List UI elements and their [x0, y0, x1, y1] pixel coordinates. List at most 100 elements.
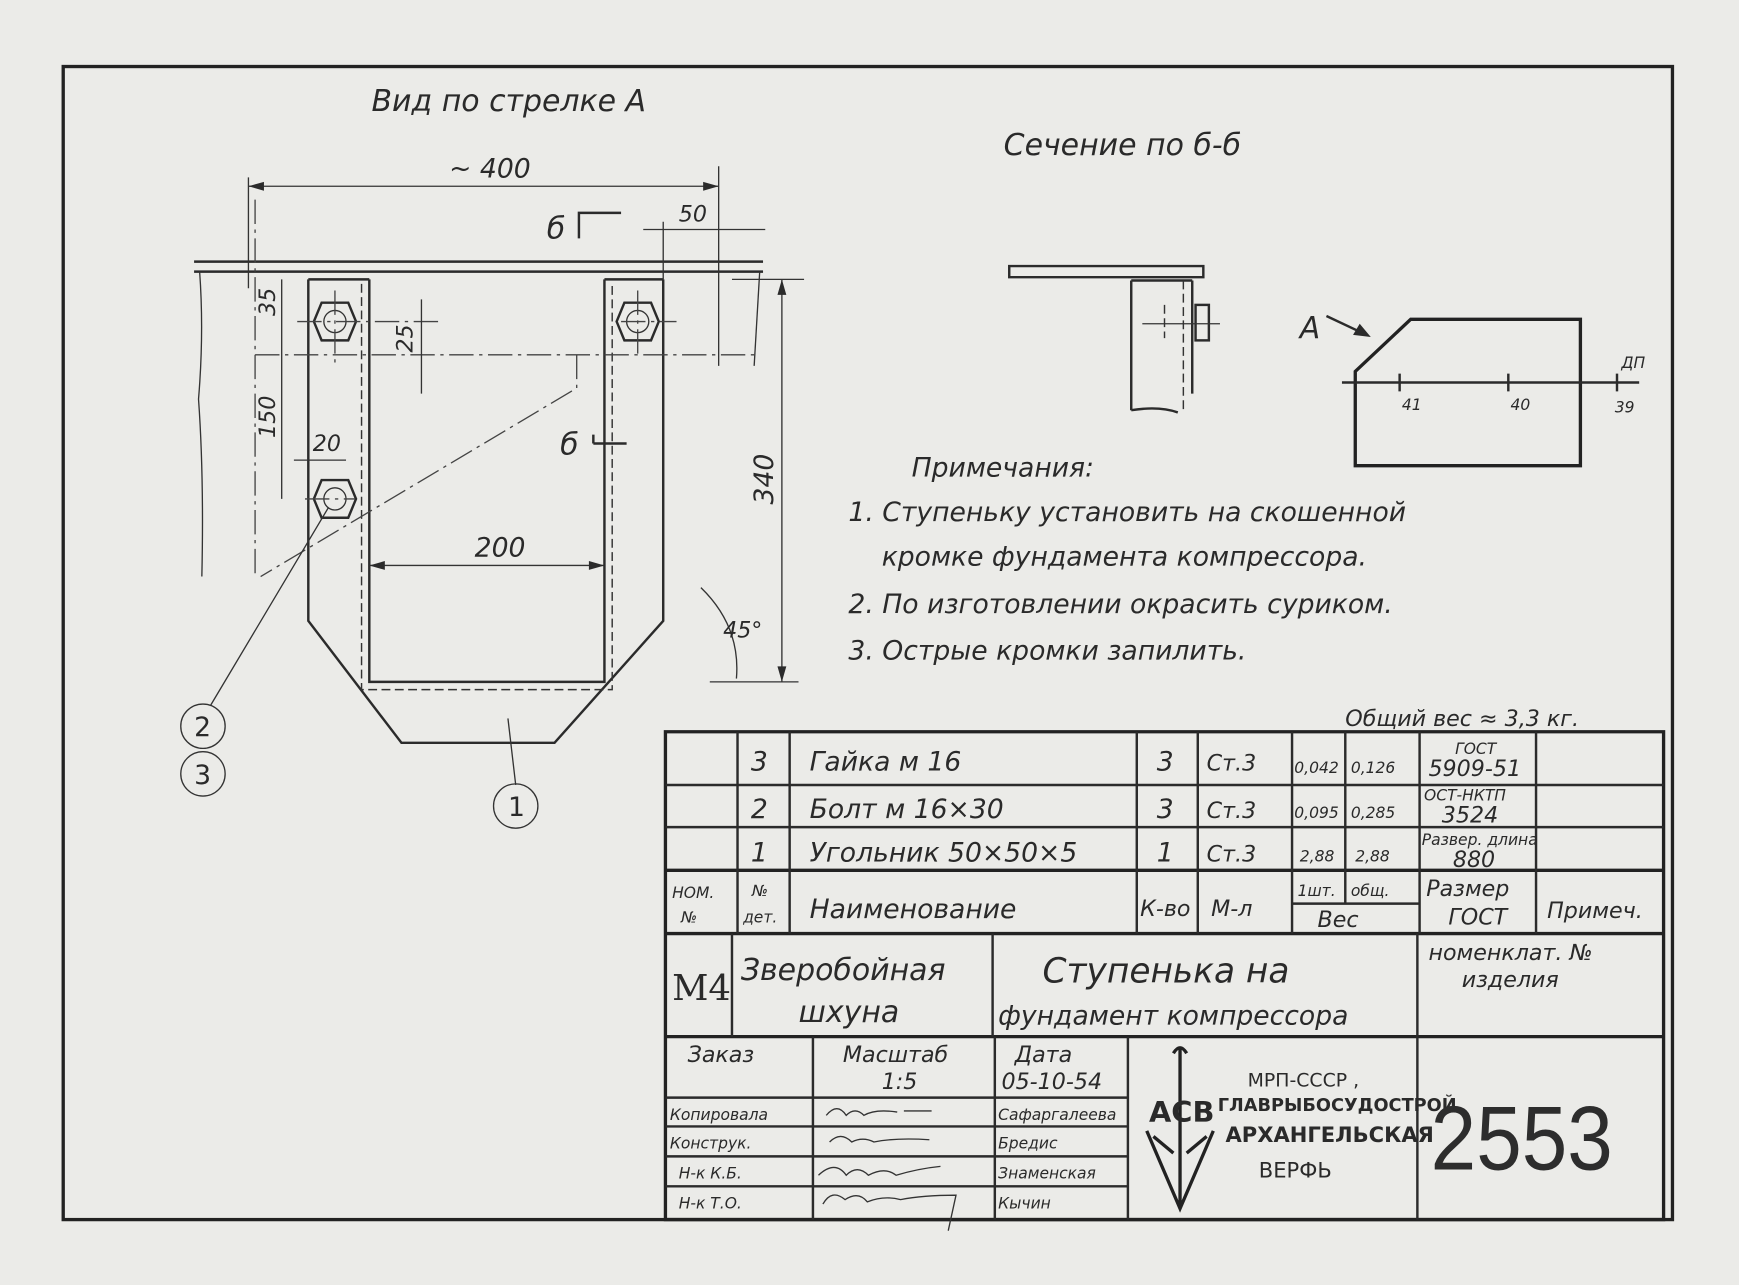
dimension-lines [247, 166, 805, 683]
title-block: М4 Зверобойная шхуна Ступенька на фундам… [670, 940, 1613, 1231]
label-text: 0,095 [1294, 804, 1339, 822]
label-text: М-л [1211, 896, 1252, 922]
label-text: 0,126 [1351, 759, 1396, 777]
dim-150: 150 [255, 396, 281, 438]
sheet-code: М4 [672, 968, 731, 1009]
label-text: Ст.3 [1207, 841, 1257, 867]
label-text: Наименование [810, 894, 1017, 925]
signature-scribble [822, 1194, 957, 1231]
frame-39: 39 [1615, 398, 1635, 416]
centerlines [254, 199, 760, 578]
notes-heading: Примечания: [912, 453, 1094, 484]
view-a: Вид по стрелке А ~ 400 50 340 35 150 25 … [180, 84, 805, 829]
section-view: Сечение по б-б А 41 40 39 ДП [1004, 128, 1646, 468]
section-title: Сечение по б-б [1004, 128, 1241, 163]
signature-row: Конструк. Бредис [670, 1135, 1058, 1153]
label-text: Развер. длина [1422, 831, 1538, 849]
leader-lines [210, 507, 517, 786]
label-text: Знаменская [998, 1165, 1096, 1183]
angle-outer-profile [307, 279, 665, 745]
label-text: ГОСТ [1448, 905, 1508, 931]
bolt-nut-icon [1194, 303, 1211, 342]
label-text: Конструк. [670, 1135, 752, 1153]
callout-circle [180, 703, 226, 750]
label-text: Гайка м 16 [810, 747, 962, 778]
dim-400: ~ 400 [449, 153, 531, 184]
frame-41: 41 [1402, 396, 1422, 414]
table-row: 1 Угольник 50×50×5 1 Ст.3 2,88 2,88 Разв… [751, 831, 1538, 873]
date-label: Дата [1014, 1042, 1072, 1068]
callout-3: 3 [194, 760, 211, 791]
callout-circle [180, 751, 226, 797]
callout-2: 2 [194, 712, 211, 743]
table-row: 2 Болт м 16×30 3 Ст.3 0,095 0,285 ОСТ-НК… [751, 786, 1506, 828]
dim-340: 340 [749, 454, 780, 505]
drawing-number: 2553 [1431, 1089, 1613, 1190]
label-text: Н-к Т.О. [679, 1195, 742, 1213]
org-line: ВЕРФЬ [1259, 1157, 1332, 1182]
centerline-label: ДП [1620, 354, 1645, 372]
nomenclature-label: изделия [1462, 967, 1559, 993]
org-line: АРХАНГЕЛЬСКАЯ [1226, 1122, 1434, 1147]
label-text: Бредис [998, 1135, 1058, 1153]
label-text: 1 [751, 837, 768, 868]
parts-table: 3 Гайка м 16 3 Ст.3 0,042 0,126 ГОСТ 590… [663, 730, 1666, 1222]
label-text: 0,285 [1351, 804, 1396, 822]
plate [194, 260, 764, 273]
label-text: Ст.3 [1207, 798, 1257, 824]
label-text: 2,88 [1300, 847, 1335, 865]
vessel-name: шхуна [799, 995, 900, 1030]
dim-50: 50 [679, 202, 707, 228]
frame-line [1341, 373, 1640, 392]
label-text: № [751, 882, 768, 900]
label-text: 1 [1157, 837, 1174, 868]
label-text: Примеч. [1547, 898, 1643, 924]
shipyard-logo: АСВ [1145, 1046, 1215, 1213]
label-text: Угольник 50×50×5 [810, 837, 1078, 868]
label-text: 3 [1157, 794, 1174, 825]
signature-scribble [825, 1108, 932, 1117]
label-text: общ. [1351, 882, 1390, 900]
table-header: НОМ. № № дет. Наименование К-во М-л 1шт.… [672, 876, 1643, 933]
view-a-arrowhead [1353, 323, 1371, 338]
label-text: Н-к К.Б. [679, 1165, 742, 1183]
order-label: Заказ [688, 1042, 755, 1068]
scale-label: Масштаб [843, 1042, 948, 1068]
dim-45-deg: 45° [723, 618, 762, 644]
view-a-arrow-label: А [1298, 311, 1320, 346]
label-text: № [680, 908, 697, 926]
org-line: МРП-СССР , [1248, 1071, 1359, 1092]
logo-text: АСВ [1149, 1095, 1214, 1129]
frame-40: 40 [1511, 396, 1531, 414]
angle-hidden-edges [360, 283, 613, 691]
label-text: 3 [1157, 747, 1174, 778]
signature-scribble [829, 1135, 930, 1143]
label-text: Размер [1426, 876, 1509, 902]
label-text: Кычин [998, 1195, 1051, 1213]
callout-circle [492, 783, 539, 829]
label-text: К-во [1140, 896, 1190, 922]
label-text: ОСТ-НКТП [1424, 786, 1506, 804]
section-mark-arrows [577, 211, 627, 445]
section-mark-bottom: б [560, 428, 578, 463]
part-title: Ступенька на [1043, 951, 1290, 991]
scale-value: 1:5 [882, 1069, 918, 1095]
note-line: 1. Ступеньку установить на скошенной [848, 497, 1406, 528]
dim-25: 25 [393, 324, 419, 352]
signature-row: Н-к К.Б. Знаменская [679, 1165, 1096, 1183]
section-mark-top: б [547, 211, 565, 246]
label-text: 2 [751, 794, 768, 825]
total-weight: Общий вес ≈ 3,3 кг. [1345, 706, 1579, 732]
section-hidden [1163, 280, 1185, 411]
note-line: 3. Острые кромки запилить. [848, 636, 1246, 667]
notes: Примечания: 1. Ступеньку установить на с… [848, 453, 1406, 667]
table-row: 3 Гайка м 16 3 Ст.3 0,042 0,126 ГОСТ 590… [751, 740, 1521, 782]
label-text: 2,88 [1355, 847, 1390, 865]
foundation-profile [1353, 317, 1583, 468]
angle-arc [700, 587, 738, 679]
label-text: 880 [1453, 847, 1495, 873]
plate-break-left [197, 271, 204, 577]
note-line: 2. По изготовлении окрасить суриком. [848, 589, 1392, 620]
label-text: 5909-51 [1428, 756, 1521, 782]
